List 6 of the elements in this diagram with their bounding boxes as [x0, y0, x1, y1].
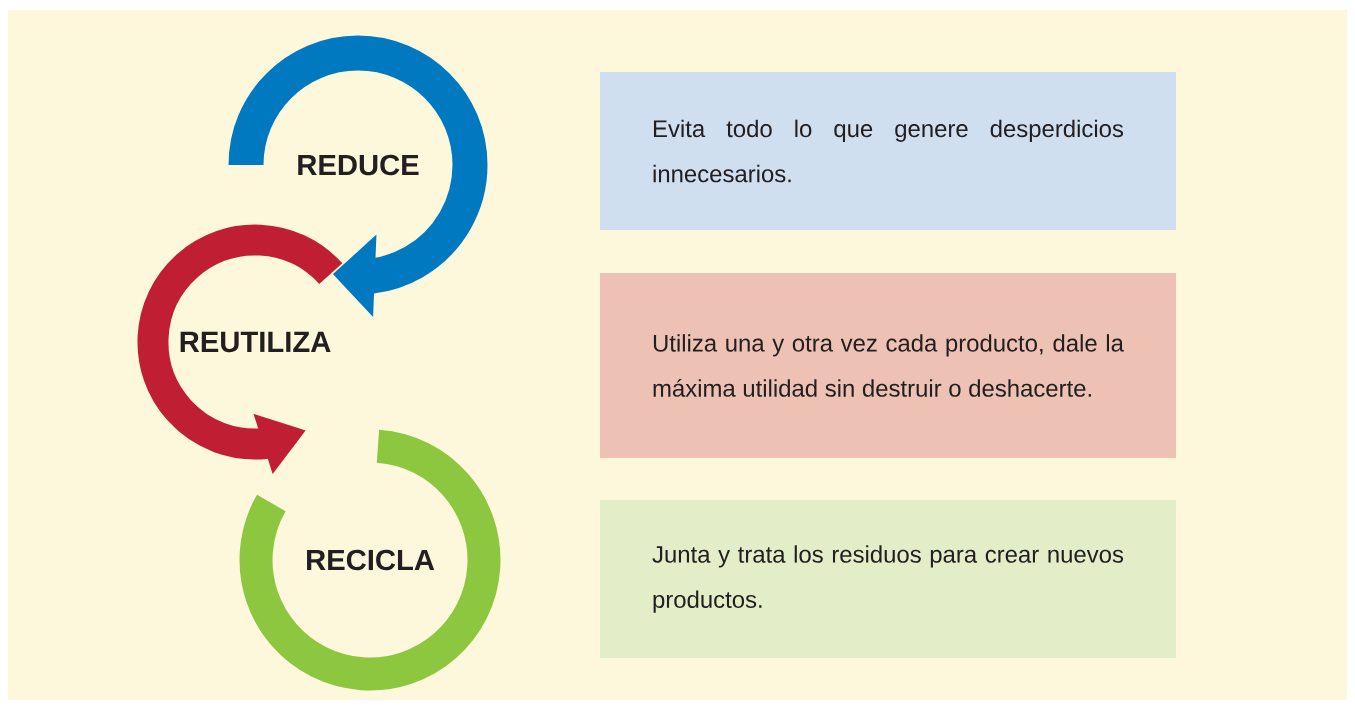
step-label: REDUCE — [298, 154, 419, 176]
step-label: RECICLA — [307, 549, 435, 571]
description-box: Utiliza una y otra vez cada producto, dale la máxima utilidad sin destruir o deshacerte. — [600, 273, 1176, 458]
step-label: REUTILIZA — [180, 331, 331, 353]
description-box: Evita todo lo que genere desperdicios innecesarios. — [600, 72, 1176, 230]
description-box: Junta y trata los residuos para crear nuevos productos. — [600, 500, 1176, 658]
